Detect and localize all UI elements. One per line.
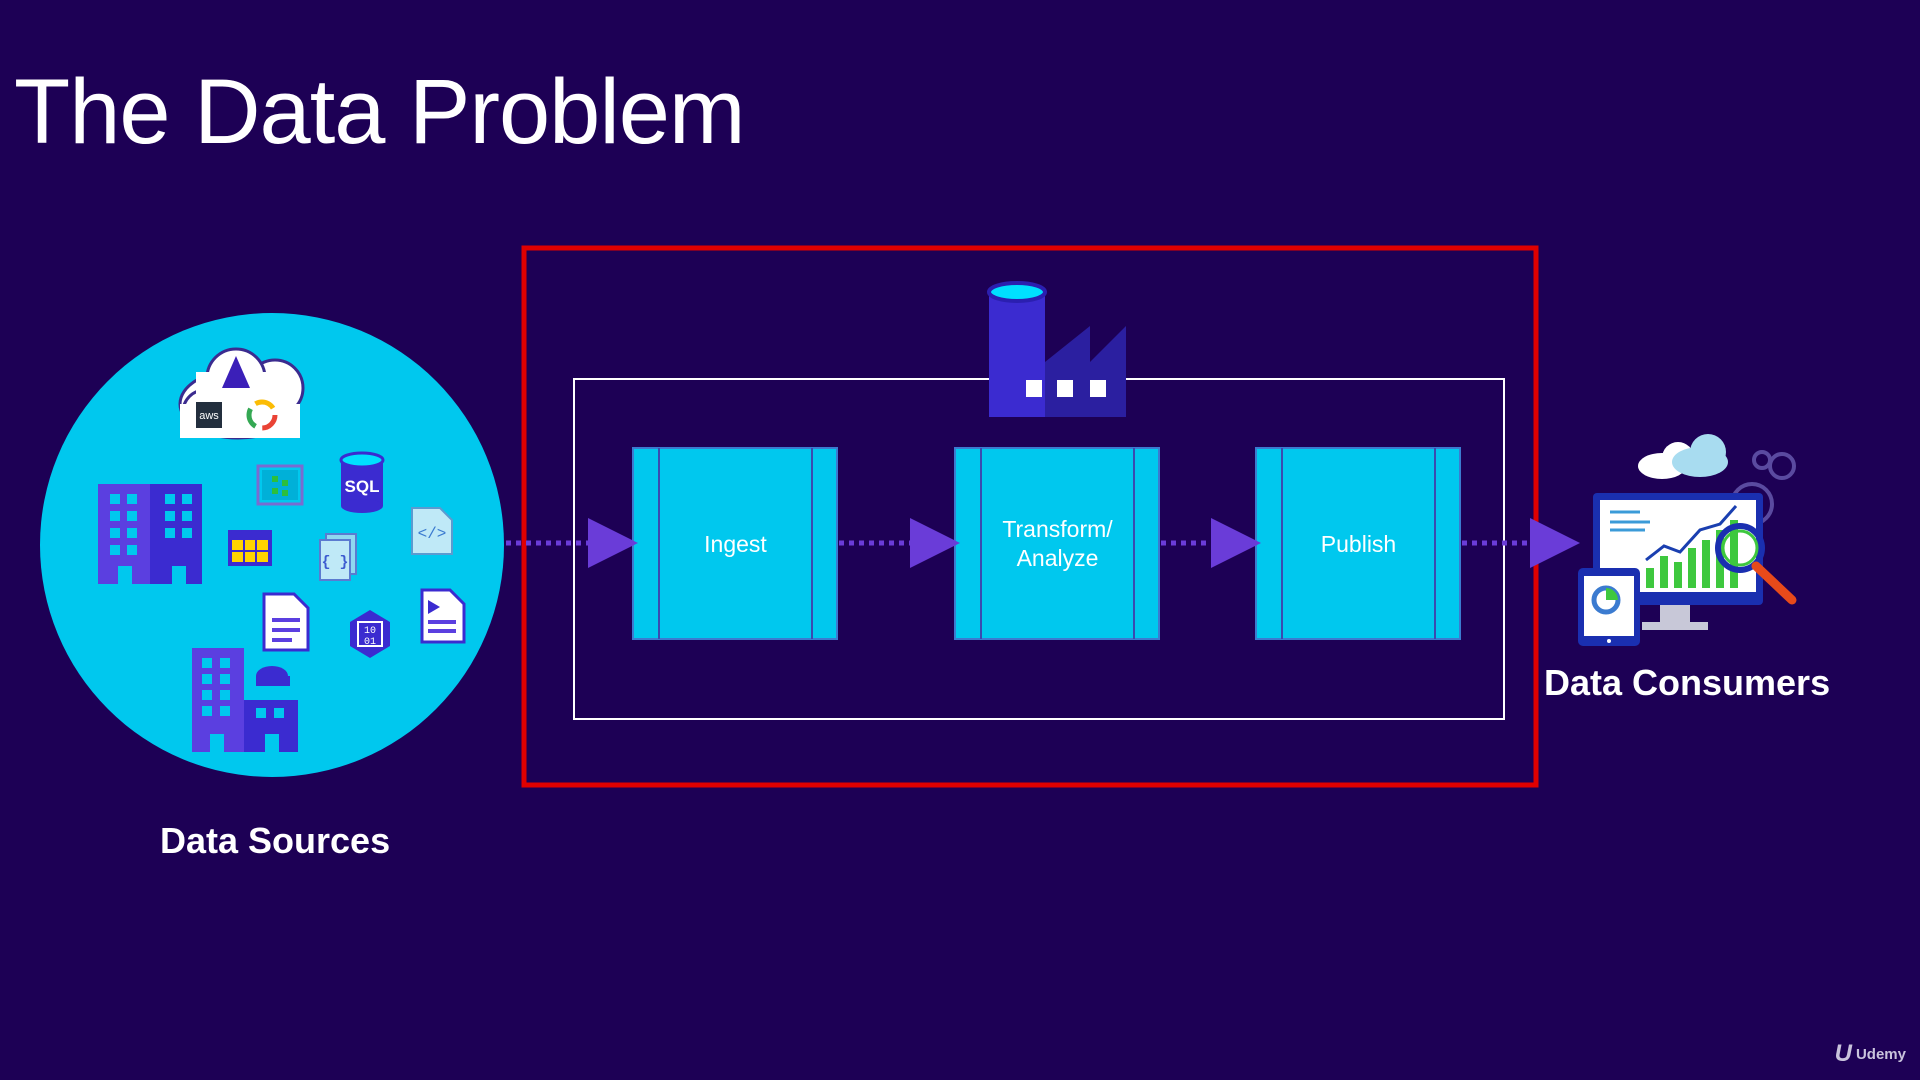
office-building-icon: [192, 648, 298, 752]
cloud-icon: aws: [178, 347, 305, 440]
data-sources-label: Data Sources: [160, 820, 391, 861]
udemy-logo: U Udemy: [1835, 1040, 1906, 1068]
udemy-logo-mark: U: [1834, 1040, 1852, 1067]
magnifier-icon: [1715, 523, 1797, 605]
document-icon: [262, 592, 310, 652]
tablet-icon: [1578, 568, 1640, 646]
step-box-transform: [954, 447, 1160, 640]
data-consumers-illustration: [1578, 434, 1797, 646]
google-cloud-icon: [246, 399, 278, 431]
office-building-icon: [98, 484, 202, 584]
media-file-icon: [420, 588, 466, 644]
step-label-ingest: Ingest: [704, 531, 767, 557]
aws-text: aws: [199, 410, 219, 422]
step-label-transform: Transform/ Analyze: [1002, 516, 1113, 571]
code-text: </>: [418, 525, 447, 543]
json-text: { }: [321, 554, 348, 571]
table-icon: [228, 530, 272, 566]
udemy-logo-text: Udemy: [1855, 1045, 1906, 1063]
data-sources-circle: aws: [40, 313, 504, 777]
iot-hub-icon: [256, 464, 304, 506]
azure-logo-icon: [222, 356, 250, 388]
data-factory-icon: [987, 281, 1126, 417]
sql-text: SQL: [345, 477, 380, 496]
data-consumers-label: Data Consumers: [1544, 662, 1831, 703]
highlight-border: [521, 245, 1539, 788]
cloud-icon: [1638, 434, 1728, 479]
sql-database-icon: SQL: [339, 451, 385, 513]
step-box-publish: [1255, 447, 1461, 640]
step-label-publish: Publish: [1320, 531, 1397, 557]
json-file-icon: { }: [319, 533, 357, 581]
aws-logo-icon: [196, 402, 222, 428]
code-file-icon: </>: [411, 507, 453, 555]
step-box-ingest: [632, 447, 838, 640]
slide-title: The Data Problem: [14, 61, 746, 163]
